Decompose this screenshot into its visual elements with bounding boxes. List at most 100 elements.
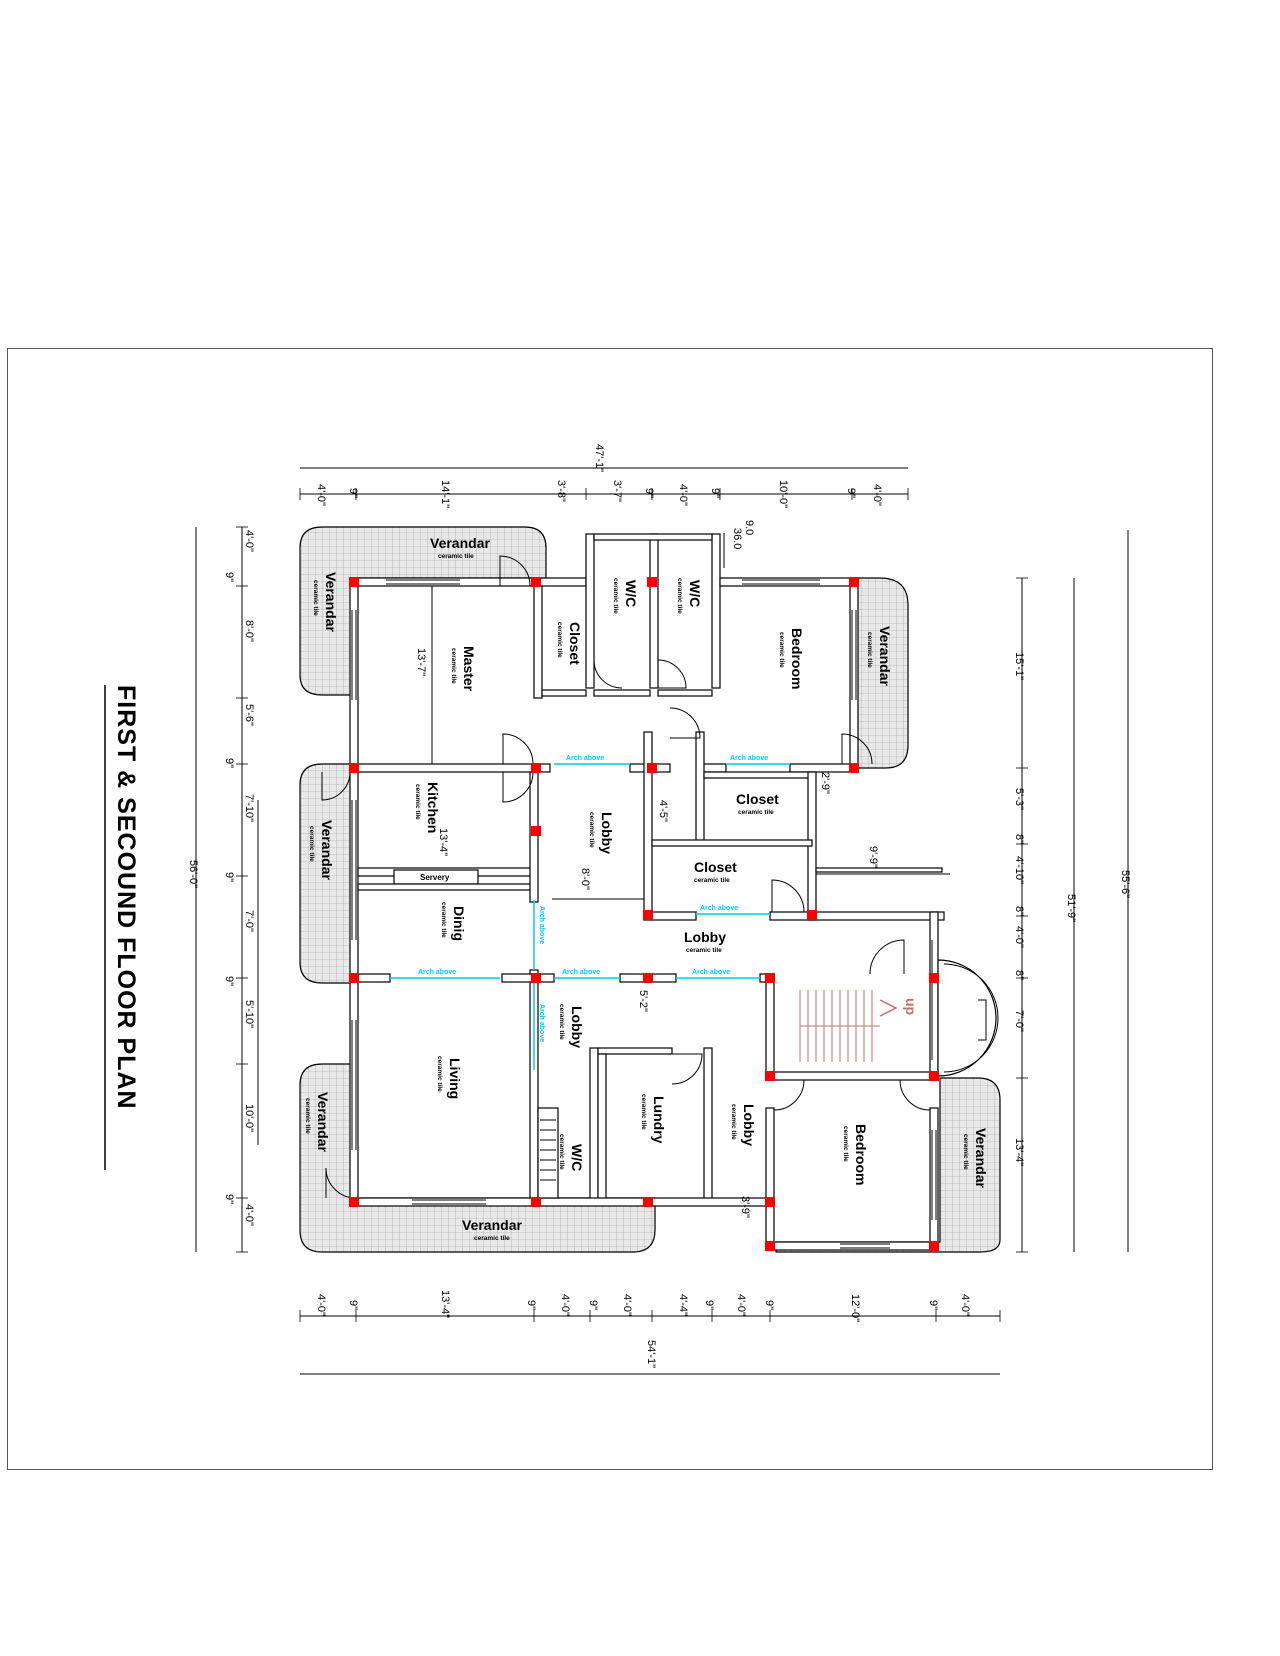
dim-bottom-11: 12'-0" [849, 1294, 861, 1322]
dim-bottom-9: 4'-0" [735, 1294, 747, 1316]
dim-left-overall: 56'-0" [187, 860, 199, 888]
verandah-left-1-finish: ceramic tile [312, 580, 319, 616]
dim-bottom-small: 3'-9" [739, 1196, 751, 1218]
verandah-right-1-label: Verandar [877, 626, 893, 686]
dim-left-5: 7'-10" [243, 794, 255, 822]
wc-1-finish: ceramic tile [612, 578, 619, 614]
bedroom-1-label: Bedroom [789, 628, 805, 689]
dim-left-1: 9" [223, 572, 235, 582]
dinig-label: Dinig [451, 906, 467, 941]
lundry-label: Lundry [651, 1096, 667, 1144]
dim-top-7: 9" [709, 488, 721, 498]
dim-top-3: 3'-8" [555, 480, 567, 502]
dim-top-note-b: 36.0 [731, 528, 743, 549]
verandah-right-1-finish: ceramic tile [866, 632, 873, 668]
dim-right-6: 8" [1013, 970, 1025, 980]
bedroom-2-label: Bedroom [853, 1124, 869, 1185]
verandah-left-3-finish: ceramic tile [304, 1098, 311, 1134]
dim-right-3: 4'-10" [1013, 856, 1025, 884]
dim-top-8: 10'-0" [777, 480, 789, 508]
dim-left-3: 5'-6" [243, 704, 255, 726]
lobby-1-finish: ceramic tile [588, 812, 595, 848]
verandah-top-label: Verandar [430, 535, 490, 551]
wc-3-label: W/C [569, 1144, 585, 1171]
dim-top-6: 4'-0" [677, 484, 689, 506]
dim-kitchen: 13'-4" [437, 828, 449, 856]
dim-bottom-3: 9" [525, 1300, 537, 1310]
dim-closet-b: 9'-9" [867, 846, 879, 868]
room-labels: Verandar ceramic tile Verandar ceramic t… [304, 535, 989, 1242]
lobby-4-finish: ceramic tile [730, 1104, 737, 1140]
lobby-1-label: Lobby [599, 812, 615, 854]
dim-left-7: 7'-0" [243, 910, 255, 932]
closet-3-finish: ceramic tile [694, 877, 730, 884]
arch-labels: Arch above Arch above Arch above Arch ab… [418, 755, 768, 1042]
dim-left-0: 4'-0" [243, 530, 255, 552]
dim-bottom-4: 4'-0" [559, 1294, 571, 1316]
verandah-top-finish: ceramic tile [438, 553, 474, 560]
arch-label: Arch above [538, 1004, 545, 1042]
arch-label: Arch above [730, 755, 768, 762]
dim-left-9: 5'-10" [243, 1000, 255, 1028]
dim-lobby-a: 4'-5" [657, 800, 669, 822]
closet-3-label: Closet [694, 859, 737, 875]
dimension-lines [195, 467, 1129, 1375]
dim-top-0: 4'-0" [315, 484, 327, 506]
arch-label: Arch above [418, 969, 456, 976]
dim-top-2: 14'-1" [439, 480, 451, 508]
verandah-left-2-finish: ceramic tile [308, 826, 315, 862]
wc-3-finish: ceramic tile [558, 1134, 565, 1170]
bottom-dimensions: 4'-0" 9" 13'-4" 9" 4'-0" 9" 4'-0" 4'-4" … [315, 1290, 971, 1368]
wc-1-label: W/C [623, 580, 639, 607]
dim-bottom-1: 9" [347, 1300, 359, 1310]
arch-label: Arch above [700, 905, 738, 912]
master-label: Master [461, 646, 477, 692]
dim-right-4: 8" [1013, 906, 1025, 916]
dim-top-1: 9" [347, 488, 359, 498]
dim-right-8: 13'-4" [1013, 1138, 1025, 1166]
dim-top-5: 9" [643, 488, 655, 498]
verandah-right-bottom [775, 1077, 1001, 1253]
dim-left-6: 9" [223, 872, 235, 882]
closet-2-label: Closet [736, 791, 779, 807]
dim-right-mid: 51'-9" [1065, 894, 1077, 922]
left-dimensions: 56'-0" 4'-0" 9" 8'-0" 5'-6" 9" 7'-10" 9"… [187, 530, 255, 1226]
windows [351, 579, 937, 1249]
dim-bottom-7: 4'-4" [677, 1294, 689, 1316]
dim-bottom-5: 9" [587, 1300, 599, 1310]
dim-left-8: 9" [223, 976, 235, 986]
arches [390, 763, 790, 1070]
dim-lobby-c: 5'-2" [637, 990, 649, 1012]
verandah-right-2-label: Verandar [973, 1128, 989, 1188]
closet-1-label: Closet [567, 622, 583, 665]
dim-left-12: 4'-0" [243, 1204, 255, 1226]
arch-label: Arch above [692, 969, 730, 976]
dim-left-10: 10'-0" [243, 1104, 255, 1132]
lobby-3-finish: ceramic tile [558, 1004, 565, 1040]
living-finish: ceramic tile [436, 1056, 443, 1092]
dim-left-4: 9" [223, 758, 235, 768]
wc-2-label: W/C [687, 580, 703, 607]
dim-bottom-2: 13'-4" [439, 1290, 451, 1318]
dim-lobby-b: 8'-0" [579, 868, 591, 890]
verandah-left-1-label: Verandar [323, 572, 339, 632]
drawing-border [7, 348, 1213, 1470]
lundry-finish: ceramic tile [640, 1094, 647, 1130]
verandah-bottom-label: Verandar [462, 1217, 522, 1233]
master-finish: ceramic tile [450, 648, 457, 684]
columns [349, 577, 939, 1251]
closet-2-finish: ceramic tile [738, 809, 774, 816]
verandah-bottom-finish: ceramic tile [474, 1235, 510, 1242]
right-dimensions: 55'-6" 51'-9" 15'-1" 5'-3" 8" 4'-10" 8" … [1013, 652, 1131, 1166]
dim-left-11: 9" [223, 1194, 235, 1204]
top-dimensions: 47'-1" 4'-0" 9" 14'-1" 3'-8" 3'-7" 9" 4'… [315, 444, 883, 549]
dim-bottom-0: 4'-0" [315, 1294, 327, 1316]
servery-label: Servery [420, 873, 450, 882]
stair-up-label: up [903, 998, 919, 1015]
dim-bottom-8: 9" [703, 1300, 715, 1310]
bedroom-1-finish: ceramic tile [778, 632, 785, 668]
arch-label: Arch above [566, 755, 604, 762]
staircase: up [540, 959, 999, 1181]
verandah-left-2-label: Verandar [319, 820, 335, 880]
